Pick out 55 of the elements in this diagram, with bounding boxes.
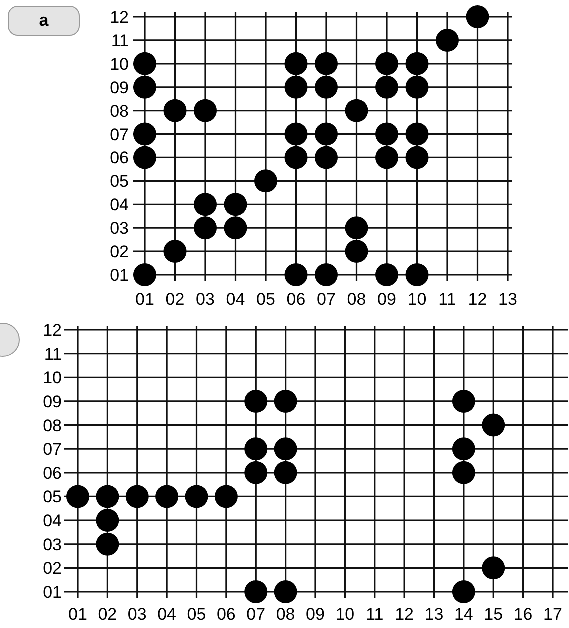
tick-label: 07	[246, 605, 266, 624]
tick-label: 02	[166, 290, 185, 309]
tick-label: 04	[43, 512, 62, 531]
tick-label: 10	[43, 368, 62, 388]
tick-label: 06	[286, 290, 306, 309]
tick-label: 07	[110, 125, 129, 144]
tick-label: 11	[44, 344, 62, 364]
tick-label: 04	[110, 196, 129, 215]
tick-label: 02	[43, 559, 62, 578]
tick-label: 13	[498, 290, 518, 309]
panel-label: a	[8, 6, 80, 36]
tick-label: 05	[110, 172, 129, 192]
tick-label: 12	[43, 321, 62, 340]
tick-label: 11	[438, 290, 456, 309]
tick-label: 06	[216, 605, 236, 624]
tick-label: 09	[306, 605, 325, 624]
tick-label: 15	[484, 605, 504, 624]
tick-label: 08	[276, 605, 296, 624]
tick-label: 11	[111, 31, 129, 50]
tick-label: 08	[43, 416, 62, 436]
tick-label: 01	[68, 605, 88, 624]
tick-label: 12	[395, 605, 414, 624]
tick-label: 08	[110, 102, 129, 121]
tick-label: 03	[196, 290, 215, 309]
tick-label: 12	[468, 290, 488, 309]
tick-label: 13	[424, 605, 444, 624]
tick-label: 14	[454, 605, 474, 624]
tick-label: 10	[110, 54, 129, 74]
tick-label: 07	[317, 290, 336, 309]
tick-label: 16	[514, 605, 533, 624]
tick-label: 03	[110, 219, 129, 238]
tick-label: 02	[110, 242, 129, 262]
tick-label: 09	[43, 392, 62, 412]
tick-label: 04	[158, 605, 177, 624]
tick-label: 06	[110, 148, 129, 168]
tick-label: 03	[43, 535, 62, 554]
tick-label: 08	[347, 290, 366, 309]
tick-label: 01	[136, 290, 154, 309]
tick-label: 05	[256, 290, 276, 309]
tick-label: 06	[43, 464, 62, 483]
tick-label: 09	[110, 78, 129, 98]
tick-label: 01	[110, 266, 129, 285]
tick-label: 10	[336, 605, 355, 624]
tick-label: 07	[43, 440, 62, 460]
tick-label: 03	[128, 605, 147, 624]
tick-label: 17	[544, 605, 562, 624]
tick-label: 05	[187, 605, 206, 624]
tick-label: 04	[226, 290, 246, 309]
tick-label: 02	[98, 605, 118, 624]
tick-label: 12	[110, 8, 129, 27]
tick-label: 05	[43, 488, 62, 507]
tick-label: 11	[366, 605, 384, 624]
tick-label: 09	[378, 290, 396, 309]
tick-label: 01	[43, 583, 62, 602]
tick-label: 10	[408, 290, 427, 309]
